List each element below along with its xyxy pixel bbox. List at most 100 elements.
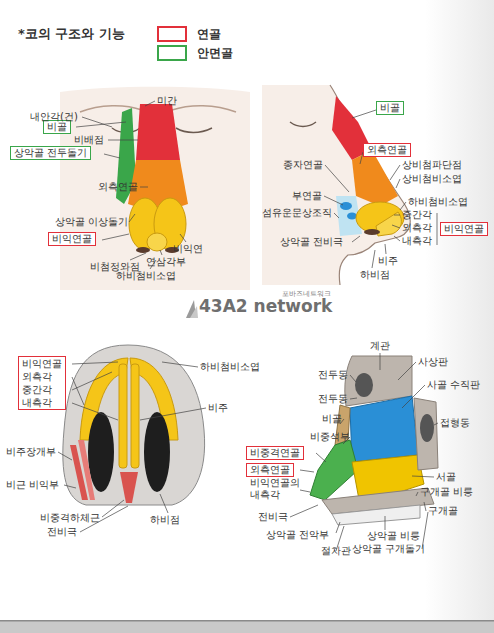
- leader-line-part: [316, 453, 326, 462]
- legend-swatch: [157, 26, 187, 42]
- legend-text: 연골: [197, 26, 221, 43]
- part-label: 상악골 비릉: [367, 530, 420, 542]
- cartilage-bone-box: 비골: [43, 120, 71, 134]
- legend-swatch: [157, 45, 187, 61]
- part-label: 구개골 비릉: [420, 486, 473, 498]
- leader-line-part: [64, 485, 76, 488]
- leader-line: [58, 362, 206, 532]
- cartilage-bone-box: 비중격연골: [246, 446, 304, 460]
- part-label: 전두동: [318, 369, 348, 381]
- part-label: 계관: [370, 340, 390, 352]
- leader-line-part: [72, 403, 118, 420]
- part-label: 중간각: [402, 209, 432, 221]
- part-label: 하비점: [360, 269, 390, 281]
- sagittal-section-part: [310, 440, 358, 500]
- leader-line-part: [76, 122, 126, 127]
- box-label: 외측연골: [250, 464, 290, 476]
- box-label: 외측각: [22, 370, 62, 383]
- box-label: 비익연골: [52, 233, 92, 245]
- box-label: 비중격연골: [250, 447, 300, 459]
- base-view-nose-part: [63, 345, 205, 505]
- leader-line-part: [324, 196, 343, 205]
- leader-line-part: [160, 494, 168, 513]
- part-label: 부연골: [292, 190, 322, 202]
- part-label: 사골 수직판: [427, 379, 480, 391]
- sagittal-section-part: [355, 373, 373, 397]
- leader-line-part: [300, 470, 314, 472]
- leader-line-part: [102, 234, 129, 240]
- part-label: 구개골: [428, 505, 458, 517]
- leader-line-part: [390, 165, 400, 180]
- leader-line-part: [434, 423, 438, 425]
- side-view-nose-part: [364, 229, 380, 235]
- part-label: 내측각: [402, 235, 432, 247]
- cartilage-bone-box: 비익연골: [440, 222, 488, 236]
- leader-line-part: [160, 250, 162, 255]
- leader-line-part: [350, 398, 357, 399]
- leader-line-part: [392, 225, 400, 228]
- part-label: 섬유운문상조직: [262, 207, 332, 219]
- leader-line-part: [402, 385, 425, 408]
- leader-line-part: [334, 213, 339, 218]
- front-view-nose: [60, 87, 250, 290]
- leader-line-part: [372, 250, 375, 268]
- side-view-nose-part: [262, 85, 410, 285]
- bottom-bar-part: [0, 620, 494, 622]
- part-label: 비골: [322, 413, 342, 425]
- front-view-nose-part: [60, 87, 250, 290]
- sagittal-section: [310, 356, 438, 525]
- part-label: 내안각(건): [30, 111, 78, 123]
- part-label: 전두동: [318, 393, 348, 405]
- box-label: 비골: [380, 102, 400, 114]
- leader-line-part: [72, 362, 118, 364]
- leader-line-part: [162, 362, 198, 367]
- part-label: 사상판: [418, 356, 448, 368]
- cartilage-bone-box: 비익연골외측각중간각내측각: [18, 356, 66, 410]
- part-label: 상악골 전악부: [266, 529, 329, 541]
- part-label: 상악골 이상돌기: [55, 216, 128, 228]
- sagittal-section-part: [420, 414, 434, 442]
- part-label: 절차관: [321, 545, 351, 557]
- part-label: 비배점: [74, 134, 104, 146]
- base-view-nose-part: [88, 412, 114, 492]
- front-view-nose-part: [136, 247, 150, 253]
- watermark-icon: [186, 300, 198, 318]
- leader-line-part: [394, 236, 400, 241]
- box-label: 상악골 전두돌기: [14, 147, 87, 159]
- bottom-bar-part: [0, 620, 494, 633]
- part-label: 비주: [378, 255, 398, 267]
- part-label: 외측각: [402, 222, 432, 234]
- leader-line-part: [385, 516, 386, 530]
- leader-line-part: [385, 244, 386, 254]
- box-label: 비익연골: [444, 223, 484, 235]
- leader-line-part: [140, 408, 206, 420]
- watermark: 43A2 network: [199, 297, 332, 316]
- leader-line-part: [108, 140, 138, 141]
- part-label: 상악골 구개돌기: [352, 543, 425, 555]
- box-label: 비골: [47, 121, 67, 133]
- side-view-nose-part: [347, 213, 357, 220]
- front-view-nose-part: [176, 128, 212, 133]
- front-view-nose-part: [80, 106, 142, 112]
- box-label: 외측연골: [367, 144, 407, 156]
- part-label: 종자연골: [283, 159, 323, 171]
- leader-line-part: [336, 522, 340, 533]
- leader-line-part: [129, 214, 135, 222]
- part-label: 전비극: [47, 526, 77, 538]
- leader-line-part: [352, 110, 376, 118]
- leader-line-part: [300, 490, 310, 492]
- legend-text: 안면골: [197, 45, 233, 62]
- leader-line-part: [130, 253, 146, 260]
- diagram-title: *코의 구조와 기능: [18, 25, 125, 43]
- leader-line-part: [424, 502, 426, 511]
- part-label: 하비첨비소엽: [408, 196, 468, 208]
- sagittal-section-part: [350, 396, 418, 462]
- cartilage-bone-box: 상악골 전두돌기: [10, 146, 91, 160]
- front-view-nose-part: [172, 106, 236, 112]
- base-view-nose-part: [120, 472, 138, 503]
- base-view-nose-part: [78, 440, 95, 500]
- part-label: 비근 비익부: [6, 479, 59, 491]
- part-label: 비익연: [173, 243, 203, 255]
- leader-line-part: [380, 353, 381, 370]
